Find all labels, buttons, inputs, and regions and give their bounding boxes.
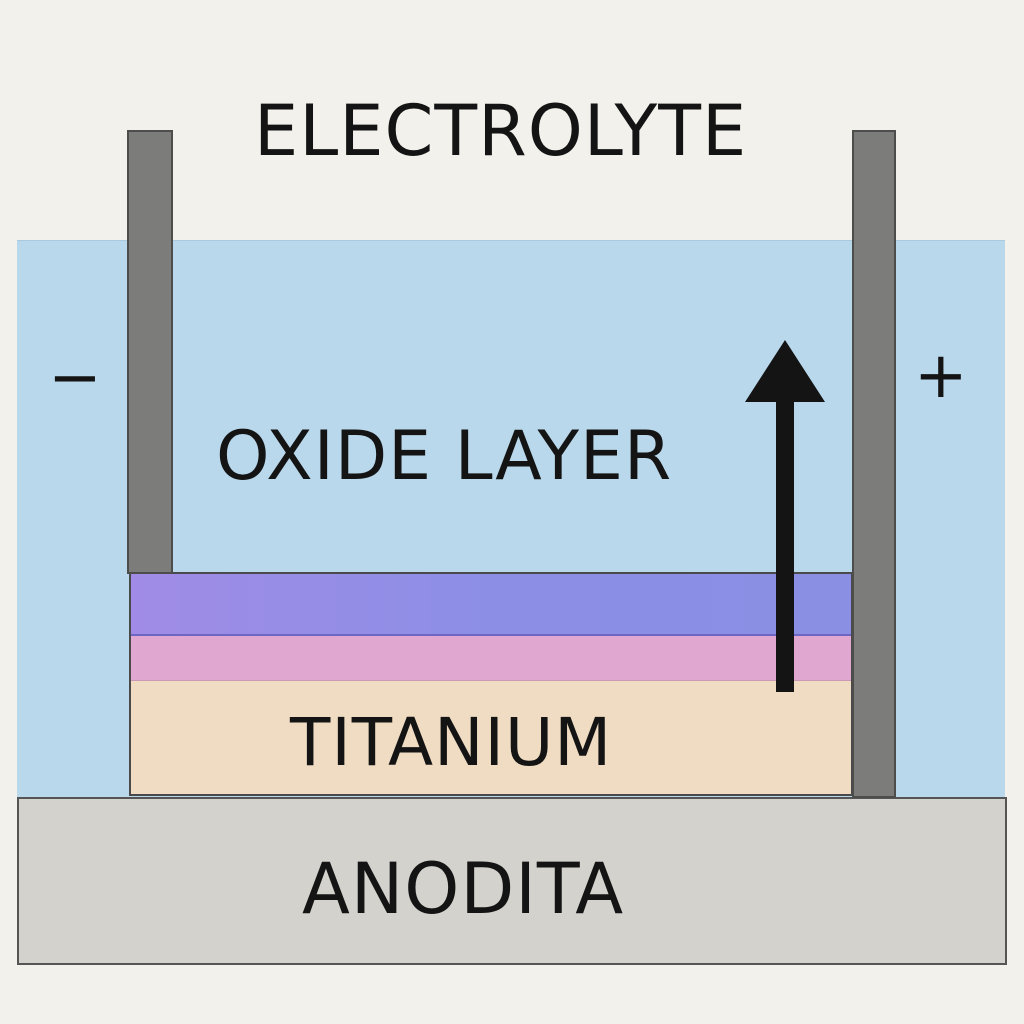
arrow-head	[745, 340, 825, 402]
anodita-base	[17, 797, 1007, 965]
arrow-up-icon	[745, 340, 825, 692]
oxide-layer-top	[131, 574, 851, 636]
negative-electrode	[127, 130, 173, 574]
layer-stack	[129, 572, 853, 796]
oxide-layer-label: OXIDE LAYER	[216, 417, 673, 496]
oxide-layer-bottom	[131, 636, 851, 681]
electrolyte-label: ELECTROLYTE	[254, 90, 748, 172]
titanium-layer	[131, 681, 851, 794]
positive-sign: +	[914, 339, 968, 413]
arrow-shaft	[776, 398, 794, 692]
positive-electrode	[852, 130, 896, 798]
titanium-label: TITANIUM	[290, 704, 613, 781]
anodita-label: ANODITA	[302, 848, 625, 930]
negative-sign: −	[48, 341, 102, 415]
